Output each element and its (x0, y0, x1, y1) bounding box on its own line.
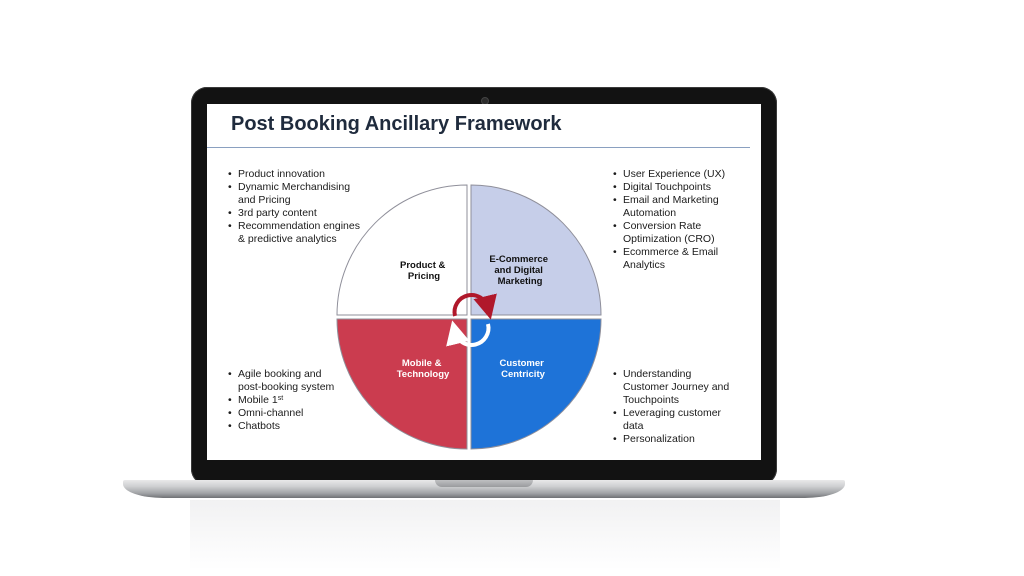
title-divider (207, 147, 750, 148)
slide-screen: Post Booking Ancillary Framework Product… (207, 104, 761, 460)
list-item: Digital Touchpoints (612, 181, 725, 194)
cycle-arrow-red-icon (452, 293, 497, 320)
list-item: Chatbots (227, 420, 334, 433)
framework-diagram: Product & Pricing E-Commerce and Digital… (336, 184, 602, 450)
quadrant-ecommerce (470, 184, 602, 316)
list-item: User Experience (UX) (612, 168, 725, 181)
slide-title: Post Booking Ancillary Framework (231, 113, 562, 135)
quadrant-label-ecommerce: E-Commerce and Digital Marketing (489, 254, 550, 287)
list-item: Product innovation (227, 168, 360, 181)
list-item: Mobile 1st (227, 394, 334, 407)
laptop-reflection (190, 500, 780, 570)
product-pricing-bullets: Product innovation Dynamic Merchandising… (227, 168, 360, 246)
list-item: 3rd party content (227, 207, 360, 220)
quadrant-label-mobile-technology: Mobile & Technology (397, 358, 450, 380)
laptop-base (123, 480, 845, 498)
quadrant-product-pricing (336, 184, 468, 316)
quadrant-label-product-pricing: Product & Pricing (400, 260, 448, 282)
quadrant-label-customer-centricity: Customer Centricity (500, 358, 547, 380)
cycle-arrow-white-icon (446, 320, 491, 347)
list-item: Recommendation engines& predictive analy… (227, 220, 360, 246)
quadrant-mobile-technology (336, 318, 468, 450)
list-item: Personalization (612, 433, 729, 446)
list-item: Omni-channel (227, 407, 334, 420)
quadrant-customer-centricity (470, 318, 602, 450)
laptop-notch (435, 480, 533, 487)
ecommerce-bullets: User Experience (UX) Digital Touchpoints… (612, 168, 725, 272)
